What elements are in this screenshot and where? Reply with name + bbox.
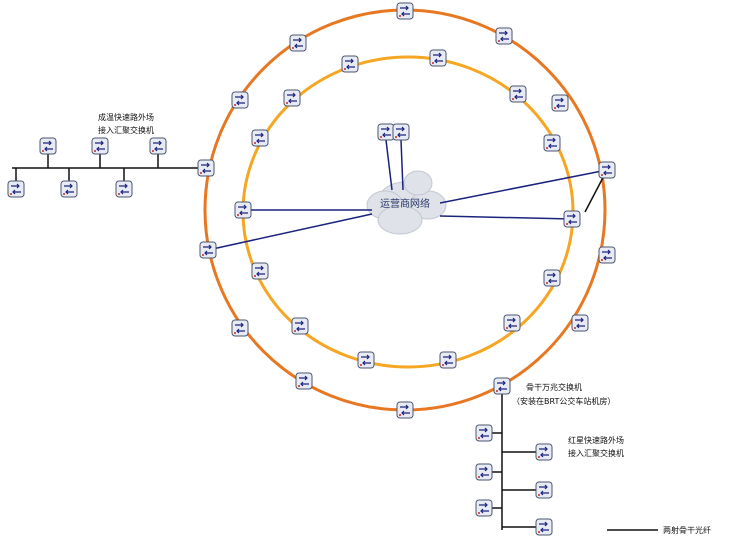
network-switch-icon bbox=[535, 518, 553, 536]
network-switch-icon bbox=[283, 89, 301, 107]
network-switch-icon bbox=[475, 463, 493, 481]
network-switch-icon bbox=[39, 137, 57, 155]
network-switch-icon bbox=[357, 351, 375, 369]
network-switch-icon bbox=[535, 481, 553, 499]
network-switch-icon bbox=[197, 159, 215, 177]
network-switch-icon bbox=[295, 372, 313, 390]
network-switch-icon bbox=[199, 241, 217, 259]
network-switch-icon bbox=[543, 269, 561, 287]
network-switch-icon bbox=[231, 319, 249, 337]
network-switch-icon bbox=[251, 262, 269, 280]
network-switch-icon bbox=[392, 123, 410, 141]
network-switch-icon bbox=[439, 351, 457, 369]
cloud-label: 运营商网络 bbox=[380, 197, 430, 210]
network-switch-icon bbox=[475, 424, 493, 442]
network-switch-icon bbox=[396, 2, 414, 20]
network-switch-icon bbox=[341, 55, 359, 73]
network-switch-icon bbox=[598, 161, 616, 179]
network-switch-icon bbox=[543, 134, 561, 152]
network-switch-icon bbox=[563, 210, 581, 228]
network-switch-icon bbox=[7, 180, 25, 198]
network-switch-icon bbox=[551, 94, 569, 112]
network-switch-icon bbox=[115, 180, 133, 198]
network-switch-icon bbox=[535, 443, 553, 461]
access-trees bbox=[12, 150, 658, 531]
network-switch-icon bbox=[509, 85, 527, 103]
operator-links bbox=[207, 139, 608, 251]
cloud-icon bbox=[366, 170, 447, 235]
backbone-switch-label-line1: 骨干万兆交换机 bbox=[526, 382, 582, 392]
network-switch-icon bbox=[429, 49, 447, 67]
network-switch-icon bbox=[503, 314, 521, 332]
network-switch-icon bbox=[234, 201, 252, 219]
network-switch-icon bbox=[291, 317, 309, 335]
network-switch-icon bbox=[251, 129, 269, 147]
network-switch-icon bbox=[231, 91, 249, 109]
operator-switches bbox=[377, 123, 410, 141]
east-station-label-line1: 红星快速路外场 bbox=[568, 435, 624, 445]
network-switch-icon bbox=[60, 180, 78, 198]
network-switch-icon bbox=[495, 27, 513, 45]
operator-network-cloud: 运营商网络 bbox=[366, 170, 447, 235]
network-switch-icon bbox=[149, 137, 167, 155]
network-switch-icon bbox=[289, 34, 307, 52]
network-switch-icon bbox=[493, 377, 511, 395]
east-station-label-line2: 接入汇聚交换机 bbox=[568, 448, 624, 458]
network-switch-icon bbox=[475, 499, 493, 517]
legend-label: 两射骨干光纤 bbox=[663, 525, 711, 535]
network-switch-icon bbox=[598, 246, 616, 264]
backbone-switch-label-line2: （安装在BRT公交车站机房） bbox=[512, 396, 615, 406]
west-station-label-line1: 成温快速路外场 bbox=[98, 112, 154, 122]
network-switch-icon bbox=[91, 137, 109, 155]
network-switch-icon bbox=[571, 314, 589, 332]
west-station-label-line2: 接入汇聚交换机 bbox=[98, 125, 154, 135]
south-access-switches bbox=[475, 424, 553, 536]
network-switch-icon bbox=[396, 401, 414, 419]
network-switch-icon bbox=[377, 123, 395, 141]
